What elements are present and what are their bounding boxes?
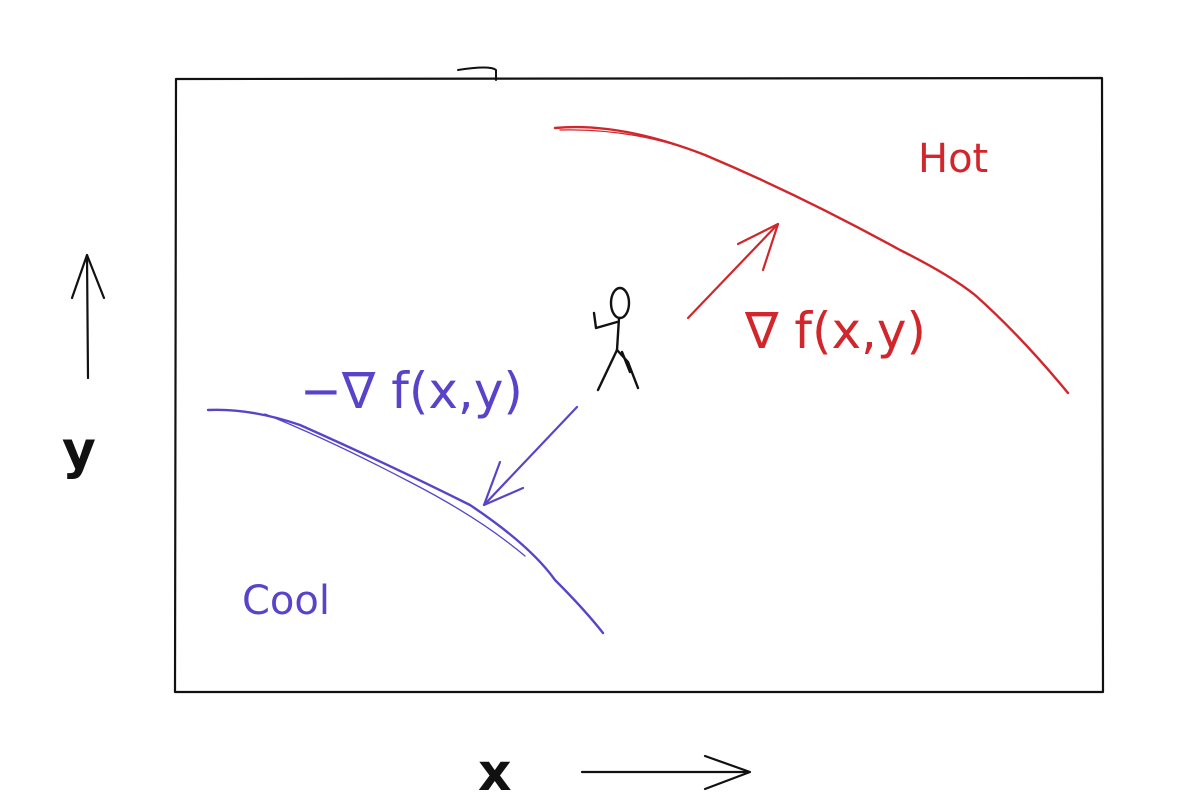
gradient-label: ∇ f(x,y) — [744, 302, 926, 360]
up-arrow-icon — [70, 253, 106, 380]
negative-gradient-arrow — [482, 405, 579, 507]
x-axis-label: x — [478, 743, 512, 803]
hot-label: Hot — [918, 136, 988, 182]
cool-contour-line — [206, 408, 605, 635]
negative-gradient-label: −∇ f(x,y) — [300, 362, 523, 420]
hot-contour-line-2 — [559, 129, 916, 259]
cool-contour-line-2 — [264, 413, 526, 557]
cool-label: Cool — [242, 578, 330, 624]
right-arrow-icon — [580, 754, 752, 791]
gradient-arrow — [686, 222, 780, 320]
plot-frame — [173, 66, 1105, 694]
y-axis-label: y — [62, 421, 96, 481]
stick-figure-icon — [592, 286, 640, 392]
